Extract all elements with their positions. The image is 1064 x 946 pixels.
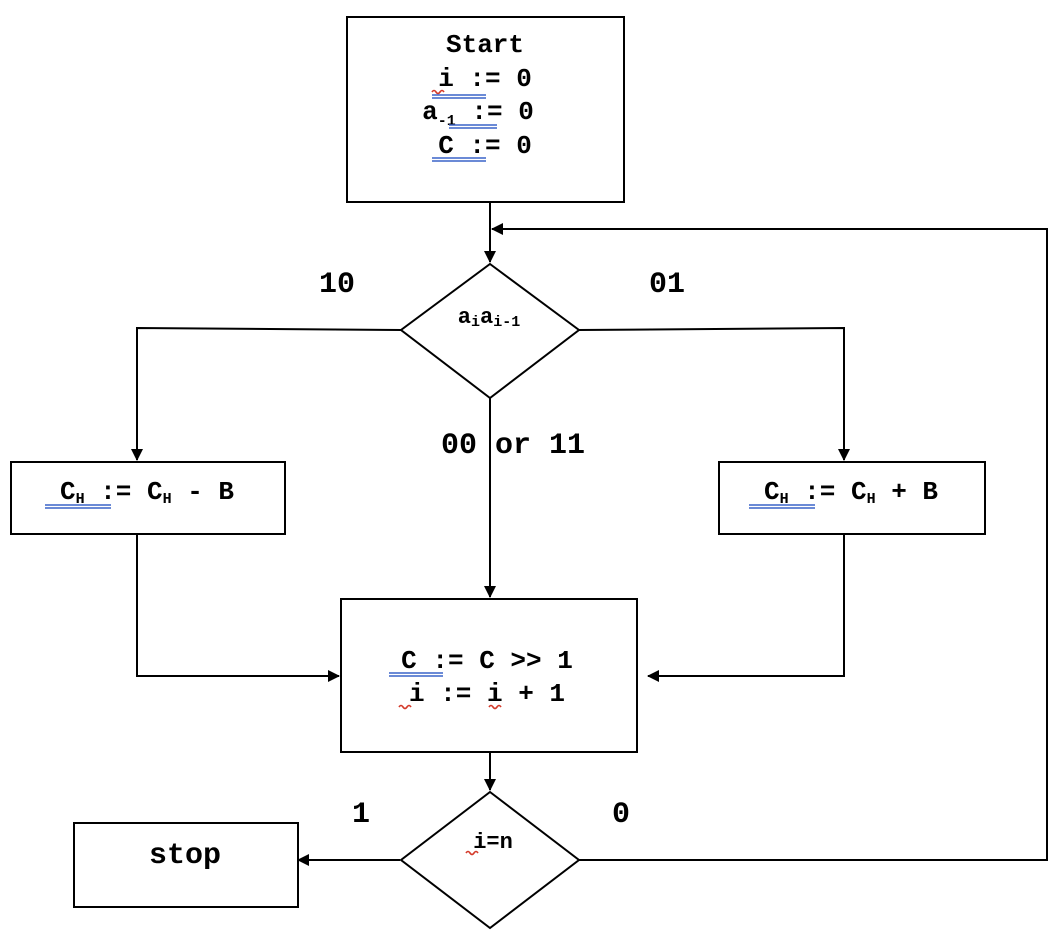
shift-line-c: C := C >> 1	[401, 646, 573, 676]
start-box: Start i := 0 a-1 := 0 C := 0	[346, 16, 625, 203]
edge-label-right: 01	[649, 268, 685, 302]
subtract-box-rect	[10, 461, 286, 535]
edge-label-no: 0	[612, 798, 630, 832]
decision-i-eq-n-label: i=n	[473, 830, 513, 855]
edge-label-left: 10	[319, 268, 355, 302]
stop-box-rect	[73, 822, 299, 908]
spell-underline	[431, 89, 445, 95]
start-title: Start	[446, 30, 524, 60]
edge-add-to-shift	[647, 534, 845, 682]
subtract-box: CH := CH - B	[10, 461, 286, 535]
spell-underline	[488, 704, 502, 710]
edge-label-yes: 1	[352, 798, 370, 832]
decision-i-eq-n: i=n	[399, 790, 581, 930]
edge-decision-left	[131, 326, 403, 461]
assign-zero: := 0	[454, 64, 532, 94]
edge-decision2-loop	[491, 223, 1048, 861]
decision-bits-diamond	[399, 262, 581, 400]
add-box-rect	[718, 461, 986, 535]
var-i: i	[438, 64, 454, 94]
start-line-i: i := 0	[438, 64, 532, 94]
shift-box: C := C >> 1 i := i + 1	[340, 598, 638, 753]
var-c: C	[438, 131, 454, 161]
spell-underline	[465, 850, 479, 856]
edge-decision-right	[577, 326, 850, 461]
decision-bits-label: aiai-1	[458, 305, 520, 331]
edge-sub-to-shift	[136, 534, 340, 682]
add-box-label: CH := CH + B	[764, 477, 938, 508]
add-box: CH := CH + B	[718, 461, 986, 535]
assign-zero: := 0	[456, 97, 534, 127]
shift-line-i: i := i + 1	[409, 679, 565, 709]
spell-underline	[398, 704, 412, 710]
start-box-rect	[346, 16, 625, 203]
edges	[131, 202, 1048, 866]
stop-box: stop	[73, 822, 299, 908]
decision-bits: aiai-1	[399, 262, 581, 400]
subtract-box-label: CH := CH - B	[60, 477, 234, 508]
stop-label: stop	[149, 839, 221, 873]
var-a: a	[422, 97, 438, 127]
edge-label-down: 00 or 11	[441, 429, 585, 463]
decision-i-eq-n-diamond	[399, 790, 581, 930]
assign-zero: := 0	[454, 131, 532, 161]
start-line-c: C := 0	[438, 131, 532, 161]
